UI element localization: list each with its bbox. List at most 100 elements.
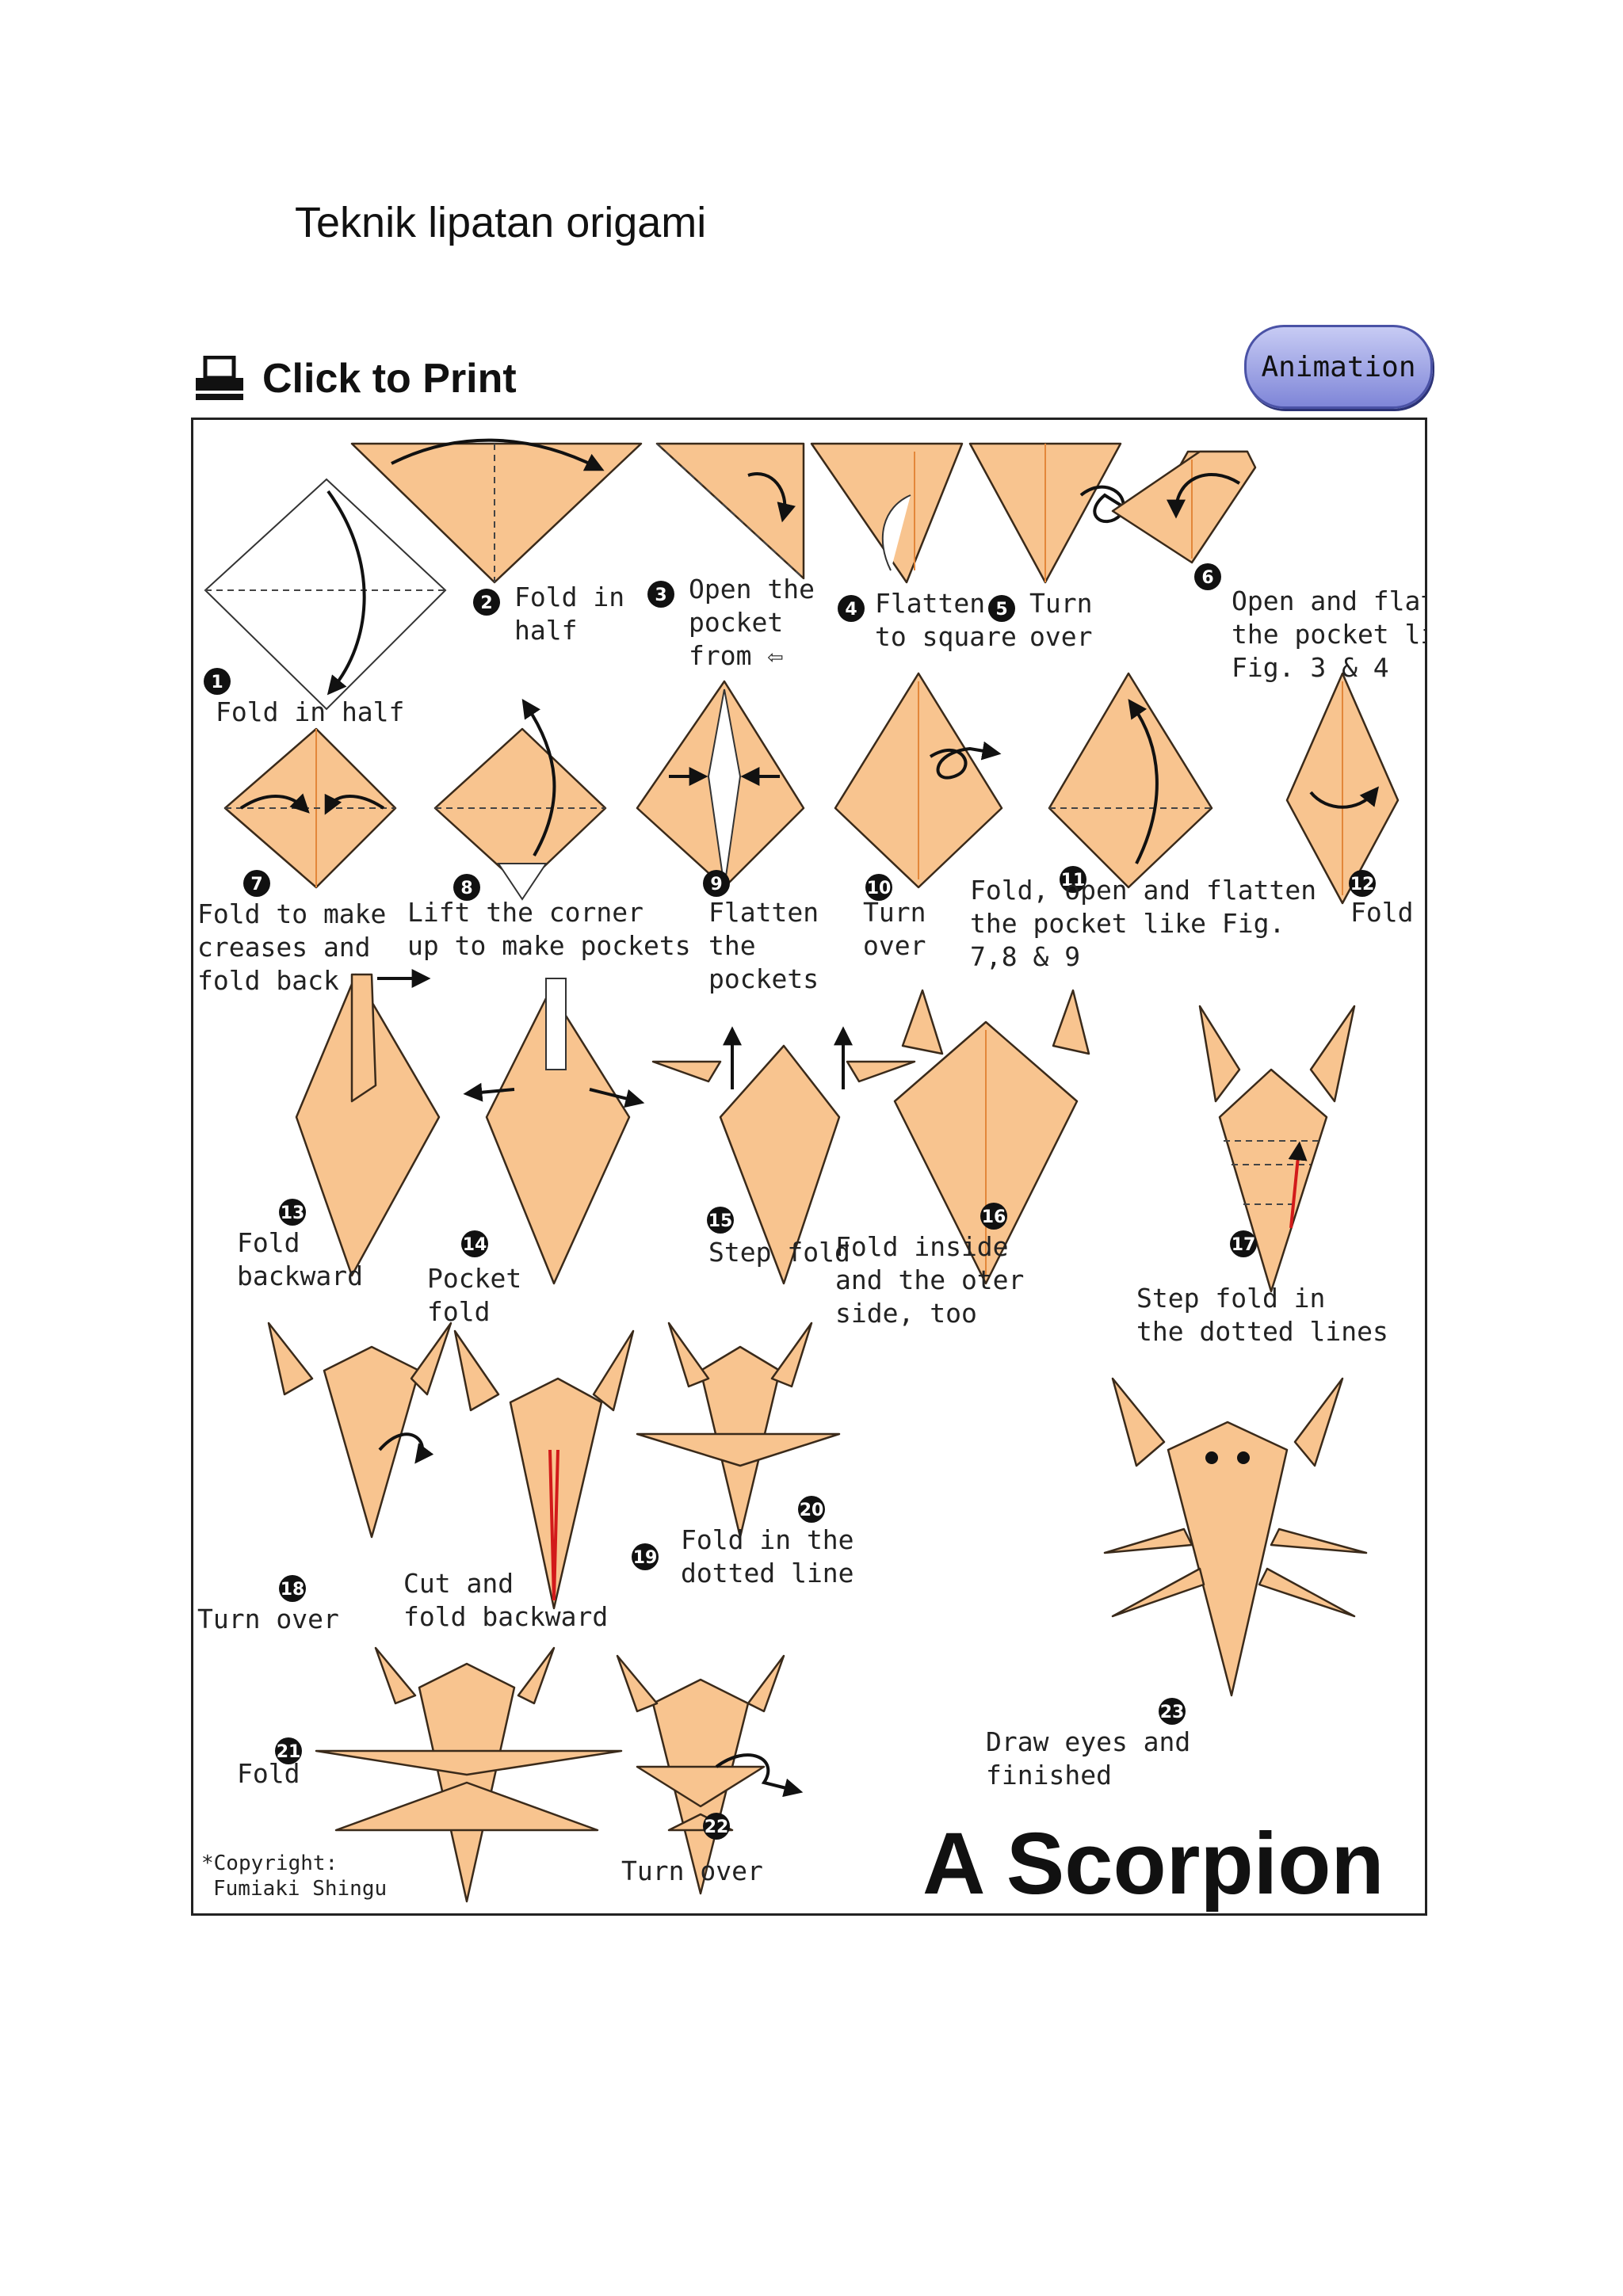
- step-17-number: 17: [1232, 1235, 1256, 1255]
- step-4-number: 4: [845, 600, 857, 620]
- step-6-badge: [1194, 563, 1221, 590]
- step-12-badge: [1349, 870, 1376, 897]
- print-label[interactable]: Click to Print: [262, 356, 517, 402]
- step-17-caption-line: the dotted lines: [1136, 1316, 1388, 1347]
- step-2-badge: [473, 589, 500, 616]
- step-14-caption-line: Pocket: [427, 1263, 521, 1294]
- step-1-number: 1: [211, 673, 223, 692]
- step-13-number: 13: [281, 1203, 305, 1223]
- step-20-number: 20: [800, 1501, 824, 1520]
- step-9-caption-line: the: [708, 930, 756, 961]
- step-11-caption-line: the pocket like Fig.: [970, 908, 1285, 939]
- step-8-figure: [433, 699, 607, 901]
- step-23-badge: [1159, 1698, 1186, 1725]
- step-15-number: 15: [708, 1211, 733, 1231]
- step-18-figure: [267, 1322, 453, 1539]
- step-15-caption-line: Step fold: [708, 1237, 850, 1268]
- step-2-number: 2: [480, 593, 492, 613]
- animation-button[interactable]: Animation: [1244, 325, 1433, 409]
- step-5-caption-line: over: [1029, 621, 1092, 652]
- step-20-figure: [636, 1322, 841, 1539]
- step-4-figure: [810, 442, 964, 584]
- step-14-figure: [463, 978, 645, 1285]
- step-9-caption-line: Flatten: [708, 897, 819, 928]
- step-18-number: 18: [281, 1580, 305, 1600]
- step-23-caption-line: finished: [986, 1760, 1112, 1791]
- step-16-caption-line: and the oter: [835, 1264, 1024, 1295]
- step-13-figure: [295, 969, 441, 1277]
- step-7-caption-line: Fold to make: [197, 898, 386, 929]
- step-21-number: 21: [277, 1742, 301, 1762]
- step-8-number: 8: [460, 879, 472, 898]
- step-13-badge: [279, 1199, 306, 1226]
- step-6-caption-line: the pocket like: [1232, 619, 1426, 650]
- step-2-caption-line: half: [514, 615, 577, 646]
- step-3-badge: [647, 581, 674, 608]
- step-16-caption-line: Fold inside: [835, 1231, 1009, 1262]
- step-4-badge: [838, 595, 865, 622]
- step-13-caption-line: backward: [237, 1261, 363, 1291]
- step-4-caption-line: to square: [875, 621, 1017, 652]
- step-2-figure: [350, 438, 643, 584]
- step-14-number: 14: [463, 1235, 487, 1255]
- step-22-figure: [616, 1654, 804, 1895]
- document-title: Teknik lipatan origami: [295, 199, 707, 246]
- step-5-caption-line: Turn: [1029, 588, 1092, 619]
- step-13-caption-line: Fold: [237, 1227, 300, 1258]
- step-11-figure: [1048, 672, 1213, 889]
- copyright-line-2: Fumiaki Shingu: [213, 1877, 387, 1901]
- step-5-number: 5: [995, 600, 1007, 620]
- step-7-figure: [223, 727, 397, 889]
- step-7-badge: [243, 870, 270, 897]
- step-18-badge: [279, 1575, 306, 1602]
- step-1-figure: [204, 478, 447, 711]
- step-19-number: 19: [633, 1548, 658, 1568]
- step-10-caption-line: Turn: [863, 897, 926, 928]
- step-10-number: 10: [867, 879, 892, 898]
- step-21-caption-line: Fold: [237, 1758, 300, 1789]
- step-20-caption-line: Fold in the: [681, 1524, 854, 1555]
- step-8-caption-line: Lift the corner: [407, 897, 643, 928]
- printer-icon: [196, 356, 243, 400]
- step-10-figure: [834, 672, 1003, 889]
- step-3-figure: [655, 442, 805, 580]
- step-22-number: 22: [705, 1817, 729, 1837]
- step-11-caption-line: 7,8 & 9: [970, 941, 1080, 972]
- step-22-badge: [703, 1813, 730, 1840]
- step-4-caption-line: Flatten: [875, 588, 985, 619]
- step-7-caption-line: fold back: [197, 965, 339, 996]
- step-11-number: 11: [1061, 871, 1086, 891]
- step-11-badge: [1060, 866, 1086, 893]
- step-3-caption-line: from ⇦: [689, 640, 783, 671]
- step-16-caption-line: side, too: [835, 1298, 977, 1329]
- step-23-caption-line: Draw eyes and: [986, 1726, 1190, 1757]
- step-3-number: 3: [655, 585, 666, 605]
- step-3-caption-line: Open the: [689, 574, 815, 605]
- copyright-line-1: *Copyright:: [201, 1852, 338, 1875]
- step-7-number: 7: [250, 875, 262, 894]
- step-11-caption-line: Fold, open and flatten: [970, 875, 1316, 906]
- step-10-caption-line: over: [863, 930, 926, 961]
- step-7-caption-line: creases and: [197, 932, 371, 963]
- step-16-figure: [893, 989, 1090, 1285]
- step-1-caption-line: Fold in half: [216, 696, 404, 727]
- step-20-caption-line: dotted line: [681, 1558, 854, 1589]
- step-23-number: 23: [1160, 1703, 1185, 1722]
- print-link[interactable]: Click to Print: [194, 355, 517, 402]
- step-9-caption-line: pockets: [708, 963, 819, 994]
- step-18-caption-line: Turn over: [197, 1604, 339, 1634]
- step-19-caption-line: fold backward: [403, 1601, 608, 1632]
- step-5-badge: [988, 595, 1015, 622]
- step-8-caption-line: up to make pockets: [407, 930, 691, 961]
- step-22-caption-line: Turn over: [621, 1855, 763, 1886]
- step-17-caption-line: Step fold in: [1136, 1283, 1325, 1314]
- step-15-figure: [651, 1026, 916, 1285]
- step-15-badge: [707, 1207, 734, 1234]
- step-12-figure: [1285, 672, 1400, 905]
- step-19-badge: [632, 1543, 659, 1570]
- step-6-caption-line: Open and flatten: [1232, 585, 1426, 616]
- step-1-badge: [204, 668, 231, 695]
